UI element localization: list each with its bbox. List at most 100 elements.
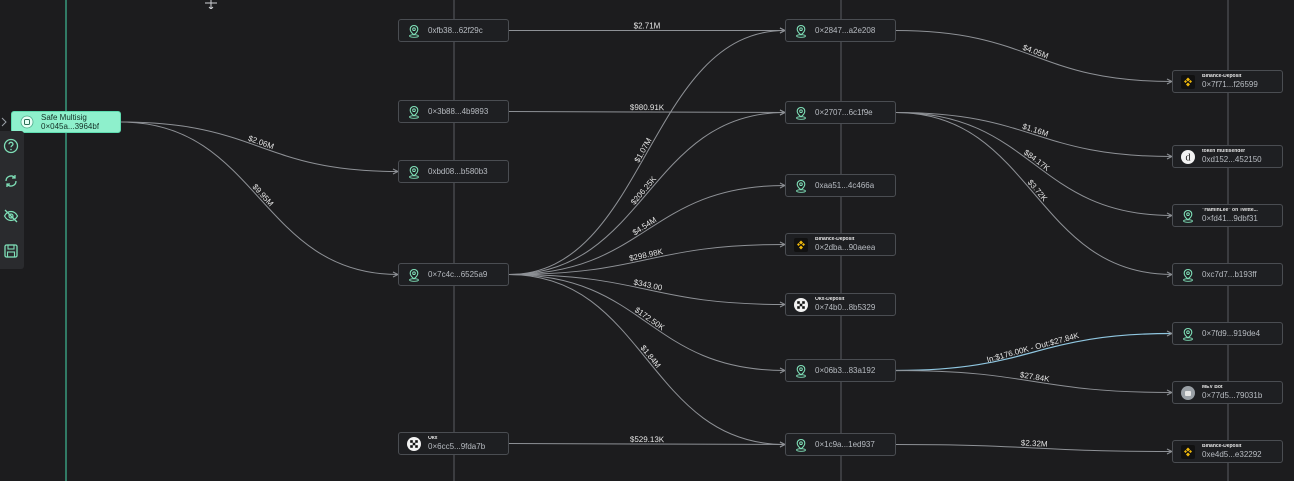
- edge-amount-label: $1.16M: [1021, 122, 1049, 139]
- node-address: 0×fd41...9dbf31: [1202, 214, 1258, 223]
- edge[interactable]: [895, 112, 1173, 275]
- address-node[interactable]: 0×2707...6c1f9e: [785, 101, 896, 124]
- location-pin-icon: [1181, 327, 1195, 341]
- address-node[interactable]: 0xfb38...62f29c: [398, 19, 509, 42]
- okx-icon: [794, 297, 808, 312]
- edge[interactable]: [508, 111, 786, 113]
- bot-icon: [1181, 385, 1195, 400]
- edge-amount-label: $1.84M: [639, 343, 663, 370]
- edge[interactable]: [508, 274, 786, 305]
- location-pin-icon: [1181, 268, 1195, 282]
- edge[interactable]: [895, 30, 1173, 82]
- location-pin-icon: [407, 165, 421, 179]
- address-node[interactable]: 0xaa51...4c466a: [785, 174, 896, 197]
- edge[interactable]: [508, 185, 786, 275]
- address-node[interactable]: 0xbd08...b580b3: [398, 160, 509, 183]
- edge[interactable]: [120, 121, 399, 172]
- save-button[interactable]: [0, 242, 22, 264]
- edge[interactable]: [508, 30, 786, 275]
- location-pin-icon: [407, 105, 421, 119]
- edge-labels-layer: $2.06M$9.95M$2.71M$980.91K$1.07M$206.25K…: [247, 22, 1081, 449]
- edge-amount-label: $298.98K: [628, 247, 664, 263]
- address-node[interactable]: 0xc7d7...b193ff: [1172, 263, 1283, 286]
- binance-icon: [794, 237, 808, 252]
- cursor-icon: [205, 0, 217, 10]
- edge-amount-label: $4.05M: [1021, 43, 1049, 61]
- node-label: Binance-Deposit: [1202, 74, 1242, 79]
- edge[interactable]: [508, 244, 786, 275]
- svg-text:d: d: [1186, 152, 1191, 163]
- edge-amount-label: $2.71M: [634, 22, 661, 31]
- help-icon: [3, 138, 19, 159]
- safe-icon: [20, 115, 34, 129]
- edge-amount-label: $9.95M: [251, 182, 276, 208]
- edge-amount-label: $206.25K: [629, 174, 658, 206]
- location-pin-icon: [794, 438, 808, 452]
- edge[interactable]: [895, 112, 1173, 157]
- location-pin-icon: [407, 268, 421, 282]
- edge[interactable]: [508, 112, 786, 275]
- node-address: 0×77d5...79031b: [1202, 391, 1263, 400]
- address-node[interactable]: 0×7fd9...919de4: [1172, 322, 1283, 345]
- address-node[interactable]: "HaminLee" on Twitte...0×fd41...9dbf31: [1172, 204, 1283, 227]
- edge-amount-label: $980.91K: [630, 103, 665, 112]
- binance-icon: [1181, 74, 1195, 89]
- edge[interactable]: [895, 370, 1173, 393]
- address-node[interactable]: 0×7c4c...6525a9: [398, 263, 509, 286]
- edge-amount-label: $172.50K: [633, 305, 667, 332]
- edge[interactable]: [895, 332, 1173, 372]
- refresh-button[interactable]: [0, 172, 22, 194]
- hide-button[interactable]: [0, 207, 22, 229]
- edge-amount-label: $2.06M: [247, 134, 275, 152]
- edge-amount-label: $3.72K: [1026, 178, 1050, 204]
- node-address: 0xd152...452150: [1202, 155, 1262, 164]
- node-label: Binance-Deposit: [1202, 444, 1242, 449]
- node-label: "HaminLee" on Twitte...: [1202, 208, 1258, 213]
- edge[interactable]: [508, 274, 786, 371]
- address-node[interactable]: 0×06b3...83a192: [785, 359, 896, 382]
- node-address: 0xbd08...b580b3: [428, 167, 488, 176]
- binance-icon: [1181, 444, 1195, 459]
- disperse-icon: d: [1181, 149, 1195, 164]
- node-address: 0×06b3...83a192: [815, 366, 876, 375]
- address-node[interactable]: 0×1c9a...1ed937: [785, 433, 896, 456]
- edge-amount-label: $529.13K: [630, 435, 665, 444]
- eye-off-icon: [3, 208, 19, 229]
- node-label: token multisender: [1202, 149, 1246, 154]
- node-address: 0×3b88...4b9893: [428, 107, 489, 116]
- node-address: 0xc7d7...b193ff: [1202, 270, 1257, 279]
- edge[interactable]: [120, 121, 399, 275]
- address-node[interactable]: 0×3b88...4b9893: [398, 100, 509, 123]
- edge[interactable]: [895, 112, 1173, 216]
- edge-amount-label: $2.32M: [1021, 438, 1048, 448]
- node-label: Okx-Deposit: [815, 297, 845, 302]
- node-label: Safe Multisig: [41, 113, 87, 122]
- edge-amount-label: $343.00: [633, 278, 664, 293]
- edge[interactable]: [895, 444, 1173, 452]
- location-pin-icon: [1181, 209, 1195, 223]
- help-button[interactable]: [0, 137, 22, 159]
- node-address: 0xfb38...62f29c: [428, 26, 483, 35]
- node-address: 0×2847...a2e208: [815, 26, 876, 35]
- edge-amount-label: $84.17K: [1022, 148, 1052, 173]
- save-icon: [3, 243, 19, 264]
- edge[interactable]: [508, 443, 786, 445]
- side-toolbar: [0, 131, 24, 269]
- address-node[interactable]: 0×2847...a2e208: [785, 19, 896, 42]
- collapse-handle[interactable]: [0, 114, 8, 130]
- node-label: Okx: [428, 436, 438, 441]
- node-address: 0×6cc5...9fda7b: [428, 442, 486, 451]
- node-address: 0×7c4c...6525a9: [428, 270, 488, 279]
- edge[interactable]: [508, 274, 786, 445]
- edge-amount-label: $4.54M: [631, 215, 659, 237]
- node-label: Binance-Deposit: [815, 237, 855, 242]
